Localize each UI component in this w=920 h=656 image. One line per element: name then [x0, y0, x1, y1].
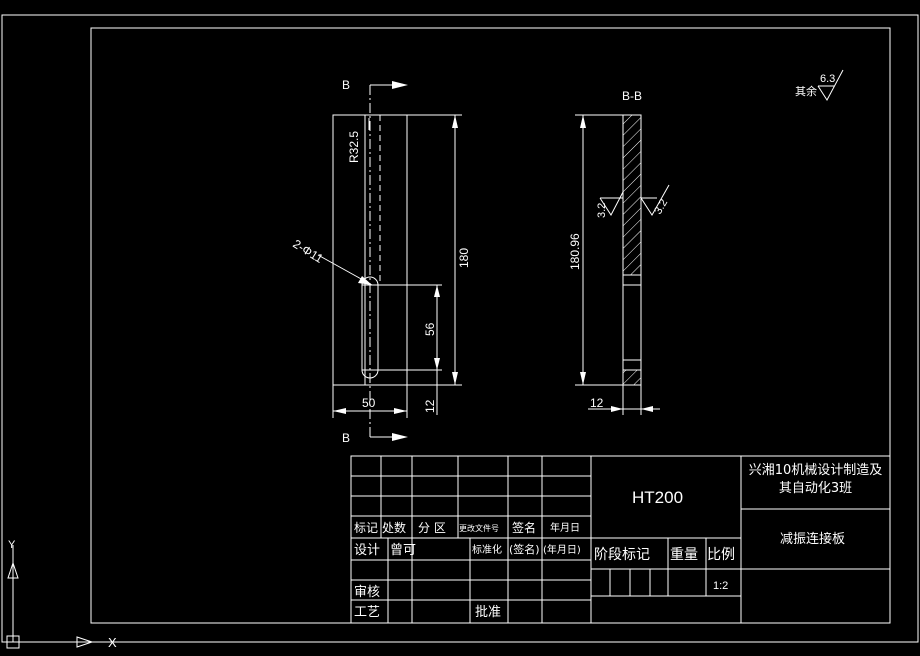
hdr-doc: 更改文件号: [459, 523, 499, 533]
hdr-count: 处数: [382, 520, 406, 535]
hdr-date: 年月日: [550, 521, 580, 534]
stage-mark-label: 阶段标记: [594, 547, 650, 563]
hdr-zone: 分 区: [418, 521, 446, 535]
dim-thickness: 12: [590, 396, 604, 410]
scale-label: 比例: [707, 547, 735, 563]
designer-name: 曾可: [390, 543, 416, 558]
dim-slot-length: 56: [423, 322, 437, 336]
standardize-label: 标准化: [472, 543, 502, 556]
material: HT200: [632, 488, 683, 507]
roughness-right: 3.2: [652, 197, 670, 216]
section-view: [575, 69, 844, 415]
design-label: 设计: [354, 543, 380, 558]
ucs-y-label: Y: [8, 539, 16, 551]
review-label: 审核: [354, 585, 380, 600]
date-label: (年月日): [543, 543, 581, 556]
signature-label: (签名): [509, 542, 540, 556]
dim-height-section: 180.96: [568, 233, 582, 270]
dim-holes: 2-Φ11: [290, 237, 325, 266]
front-view: [317, 81, 462, 441]
dim-bottom-offset: 12: [423, 399, 437, 413]
scale-value: 1:2: [713, 580, 728, 592]
title-block: [350, 455, 891, 624]
weight-label: 重量: [670, 547, 698, 563]
part-name: 减振连接板: [780, 531, 845, 547]
section-mark-bottom: B: [342, 431, 350, 445]
hdr-mark: 标记: [354, 521, 378, 535]
section-mark-top: B: [342, 78, 350, 92]
roughness-other-value: 6.3: [820, 73, 835, 85]
ucs-icon: [6, 545, 94, 649]
dim-width: 50: [362, 396, 376, 410]
approve-label: 批准: [475, 605, 501, 620]
outer-border: [1, 14, 919, 643]
dim-height-front: 180: [457, 248, 471, 268]
dim-radius: R32.5: [347, 131, 361, 163]
school-name: 兴湘10机械设计制造及其自动化3班: [748, 463, 883, 496]
roughness-other-label: 其余: [795, 84, 817, 98]
section-title: B-B: [622, 89, 642, 103]
inner-frame: [90, 27, 891, 624]
hdr-sign: 签名: [512, 520, 536, 535]
roughness-left: 3.2: [596, 203, 608, 218]
process-label: 工艺: [354, 605, 380, 620]
ucs-x-label: X: [108, 635, 117, 650]
